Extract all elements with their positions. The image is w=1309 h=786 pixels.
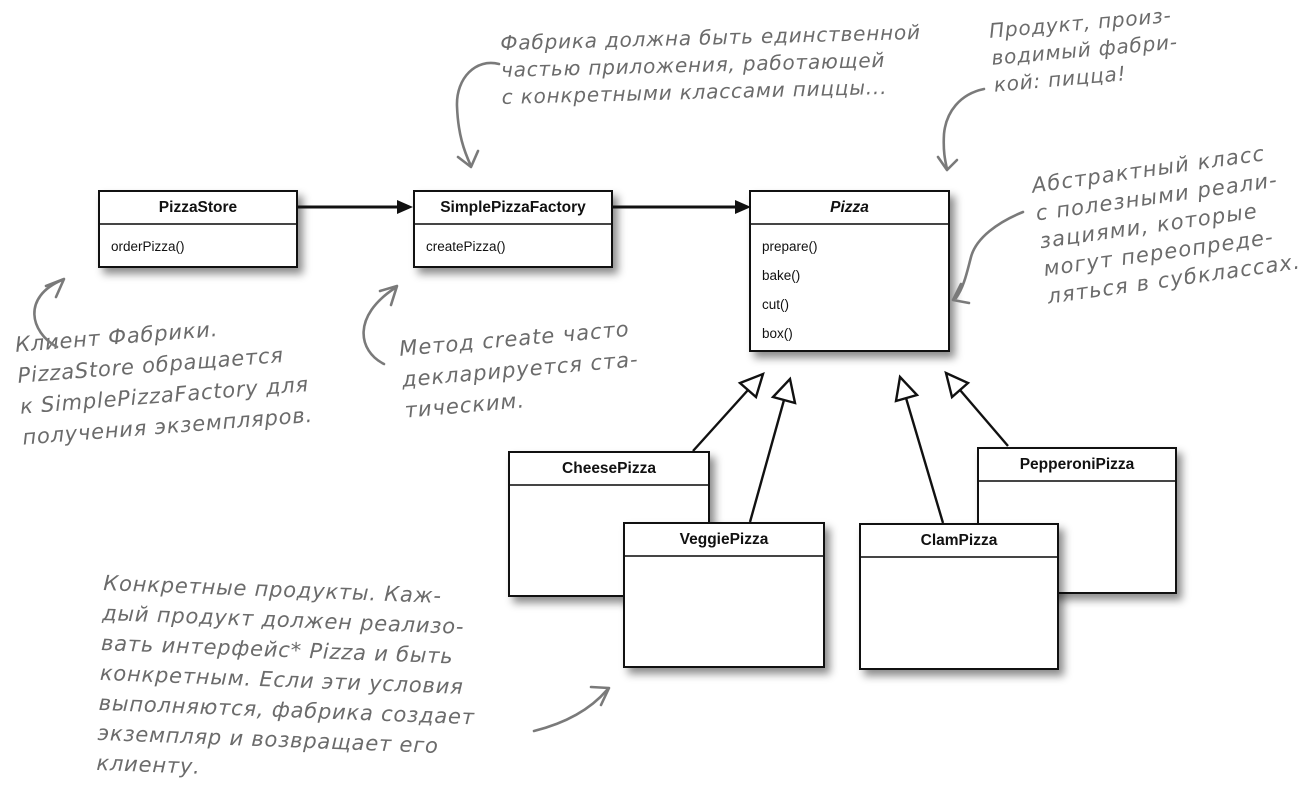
method-bake: bake() xyxy=(762,268,801,283)
note-arrow-product-to-pizza xyxy=(936,87,986,172)
class-title-pizzastore: PizzaStore xyxy=(100,192,296,225)
class-title-pizza: Pizza xyxy=(751,192,948,225)
method-createpizza: createPizza() xyxy=(426,239,506,254)
class-title-text: Pizza xyxy=(830,198,869,216)
note-factory-single-point: Фабрика должна быть единственной частью … xyxy=(500,19,923,111)
note-factory-product: Продукт, произ- водимый фабри- кой: пицц… xyxy=(988,2,1181,99)
inheritance-arrow-pepperonipizza-to-pizza xyxy=(944,370,1009,447)
class-title-text: PepperoniPizza xyxy=(1019,455,1135,473)
note-static-create: Метод create часто декларируется ста- ти… xyxy=(398,313,643,426)
class-title-text: ClamPizza xyxy=(920,531,998,549)
note-arrow-factory-to-simplepizzafactory xyxy=(455,61,501,169)
inheritance-arrow-cheesepizza-to-pizza xyxy=(692,371,765,452)
class-box-pepperonipizza: PepperoniPizza xyxy=(977,447,1177,594)
inheritance-arrow-clampizza-to-pizza xyxy=(894,374,945,524)
note-factory-client: Клиент Фабрики. PizzaStore обращается к … xyxy=(14,307,314,453)
note-arrow-abstract-to-pizza xyxy=(951,210,1025,305)
class-box-veggiepizza: VeggiePizza xyxy=(623,522,825,668)
class-box-simplepizzafactory: SimplePizzaFactory createPizza() xyxy=(413,190,613,268)
method-prepare: prepare() xyxy=(762,239,818,254)
note-arrow-concrete-to-veggiepizza xyxy=(532,685,611,733)
method-orderpizza: orderPizza() xyxy=(111,239,185,254)
association-arrow-factory-to-pizza xyxy=(613,200,751,214)
method-cut: cut() xyxy=(762,297,789,312)
class-title-cheesepizza: CheesePizza xyxy=(510,453,708,486)
note-concrete-products: Конкретные продукты. Каж- дый продукт до… xyxy=(96,568,480,786)
class-title-simplepizzafactory: SimplePizzaFactory xyxy=(415,192,611,225)
class-title-text: PizzaStore xyxy=(158,198,238,216)
association-arrow-pizzastore-to-factory xyxy=(298,200,413,214)
class-box-clampizza: ClamPizza xyxy=(859,523,1059,670)
method-box: box() xyxy=(762,326,793,341)
class-box-pizzastore: PizzaStore orderPizza() xyxy=(98,190,298,268)
class-title-text: SimplePizzaFactory xyxy=(440,198,586,216)
class-box-pizza: Pizza prepare() bake() cut() box() xyxy=(749,190,950,352)
class-title-veggiepizza: VeggiePizza xyxy=(625,524,823,557)
inheritance-arrow-veggiepizza-to-pizza xyxy=(748,376,797,523)
class-title-clampizza: ClamPizza xyxy=(861,525,1057,558)
class-title-text: VeggiePizza xyxy=(679,530,769,548)
class-title-text: CheesePizza xyxy=(562,459,656,477)
note-abstract-class: Абстрактный класс с полезными реали- зац… xyxy=(1030,136,1303,310)
class-title-pepperonipizza: PepperoniPizza xyxy=(979,449,1175,482)
note-arrow-static-to-createpizza xyxy=(362,284,399,366)
